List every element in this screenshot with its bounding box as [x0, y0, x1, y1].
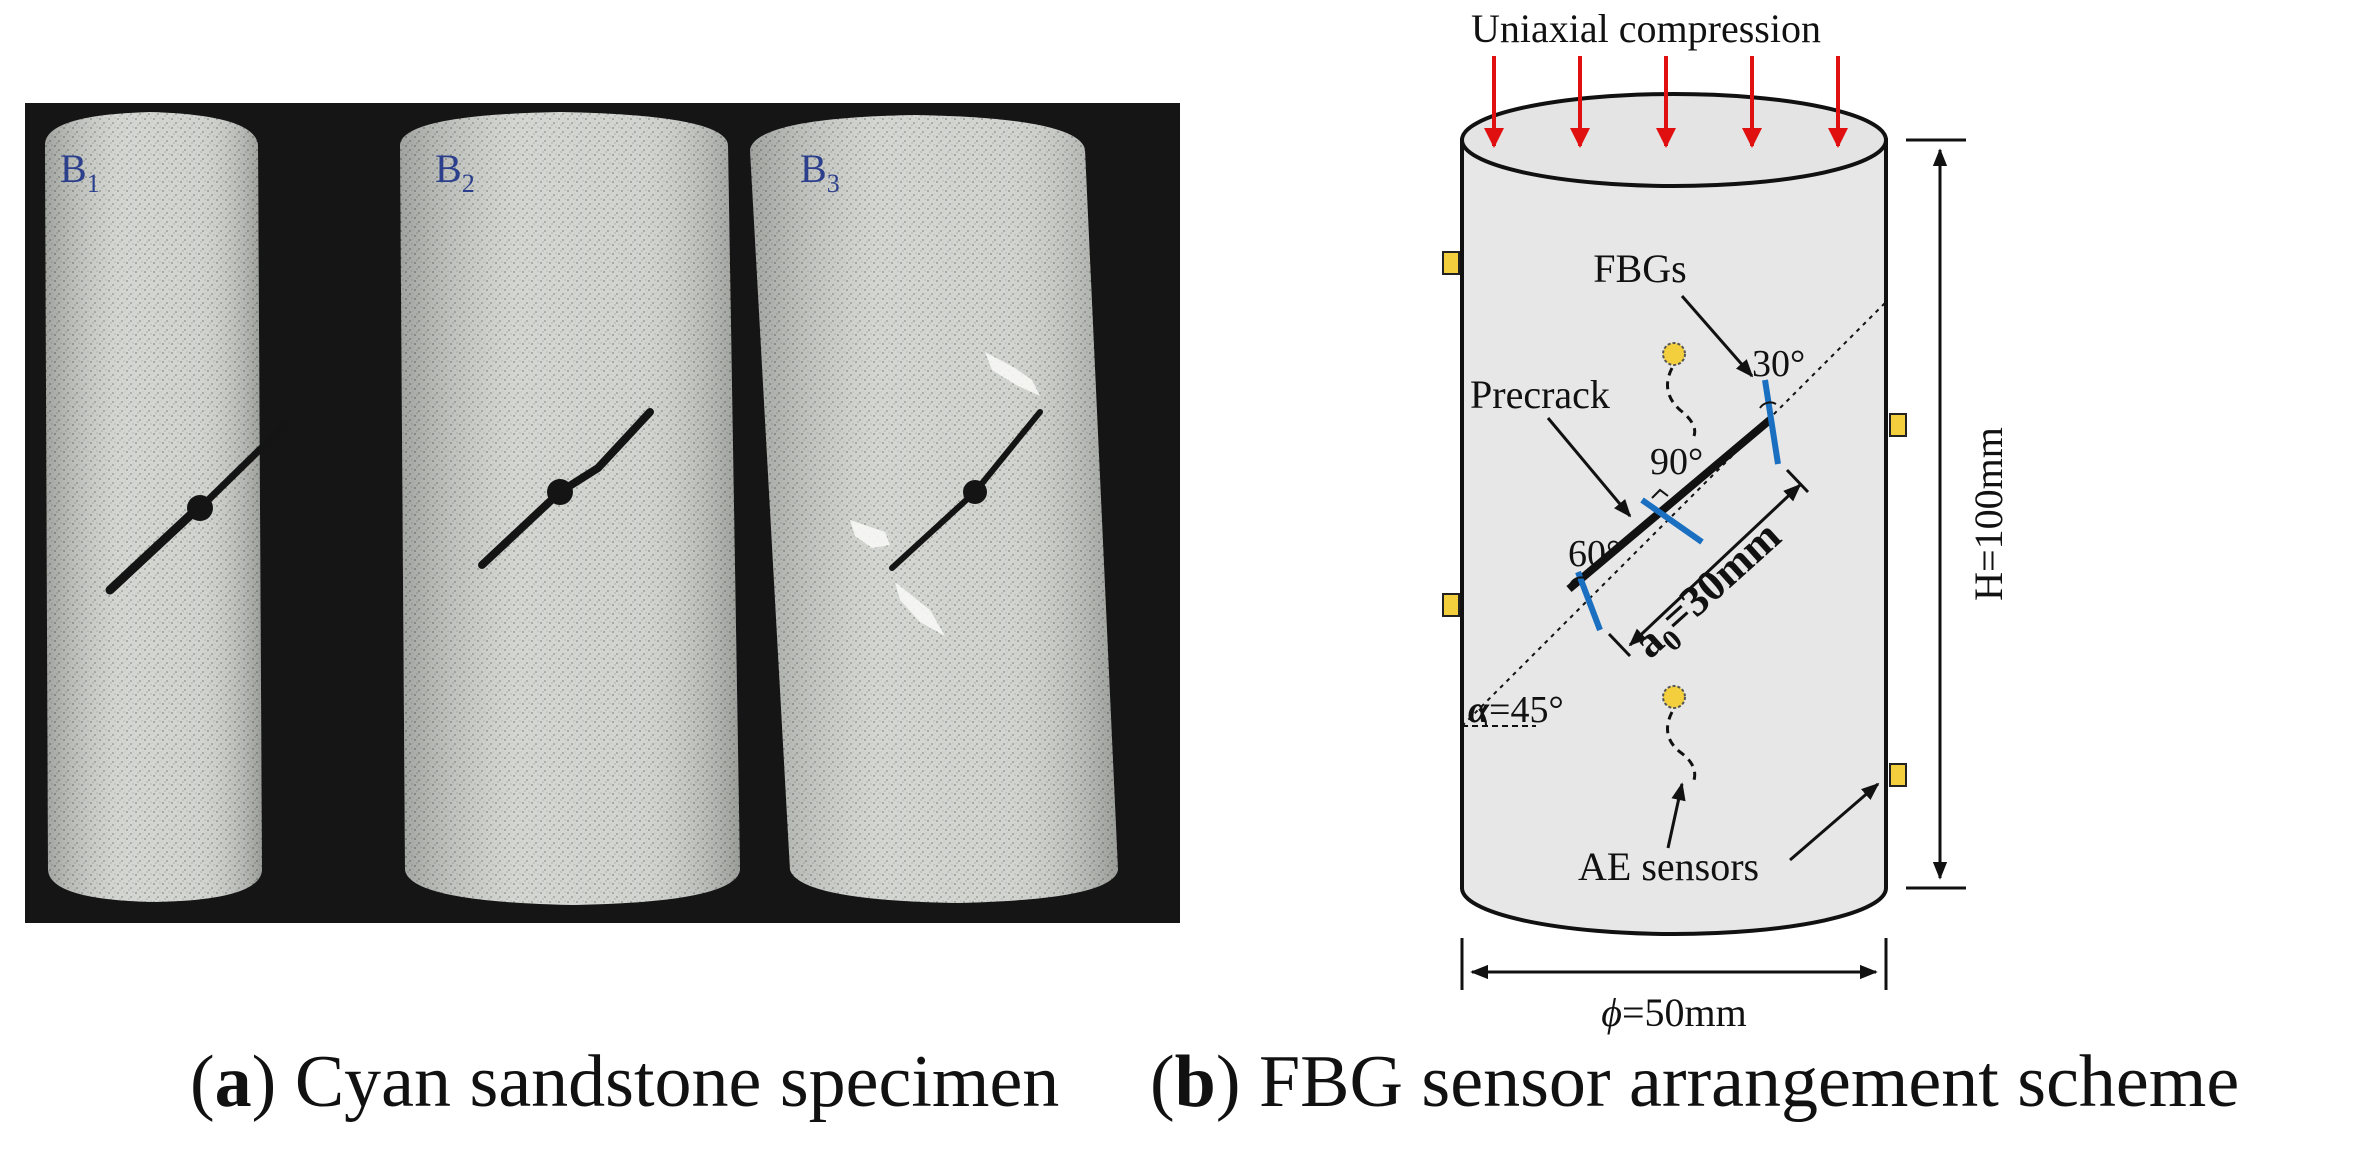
- caption-b-text: FBG sensor arrangement scheme: [1258, 1041, 2240, 1123]
- load-arrows: [1484, 56, 1848, 148]
- arc-60: [1569, 576, 1586, 586]
- crack-length-extension-2: [1785, 468, 1810, 494]
- fbg-pointer: [1680, 295, 1754, 378]
- white-patch-left: [850, 520, 890, 548]
- caption-a-letter: a: [214, 1041, 252, 1123]
- caption-a: (a) Cyan sandstone specimen: [190, 1041, 1060, 1123]
- white-patch-lower: [895, 582, 945, 636]
- specimen-photo: B1 B2 B3: [25, 103, 1180, 923]
- specimen-b1: [45, 112, 289, 902]
- side-sensor-right-upper: [1889, 413, 1907, 437]
- fbg-marker-30: [1762, 379, 1781, 465]
- caption-b-letter: b: [1174, 1041, 1216, 1123]
- center-hole-b3: [963, 480, 987, 504]
- crack-length-extension-1: [1607, 632, 1632, 658]
- label-b2: B2: [435, 146, 475, 198]
- ae-pointer-right: [1789, 782, 1880, 862]
- specimen-b2: [400, 112, 740, 905]
- side-sensor-right-lower: [1889, 763, 1907, 787]
- precrack-pointer: [1546, 417, 1632, 518]
- caption-a-text: Cyan sandstone specimen: [294, 1041, 1060, 1123]
- inclination-label: α=45°: [1468, 689, 1564, 731]
- ae-lead-lower: [1666, 711, 1697, 781]
- specimen-b3: [750, 115, 1118, 903]
- load-label: Uniaxial compression: [1471, 6, 1821, 51]
- arc-30: [1759, 401, 1777, 409]
- side-sensor-left-upper: [1442, 251, 1460, 275]
- crack-length-dimension: [1628, 483, 1802, 647]
- ae-sensors-label: AE sensors: [1578, 844, 1759, 889]
- angle-arc: [1478, 708, 1488, 727]
- center-hole-b2: [547, 479, 573, 505]
- label-b1: B1: [60, 146, 100, 198]
- fbg-marker-60: [1575, 570, 1603, 632]
- precrack-label: Precrack: [1470, 372, 1610, 417]
- ae-sensor-upper: [1662, 342, 1686, 366]
- angle-60-label: 60°: [1568, 533, 1621, 575]
- white-patch-upper: [985, 352, 1040, 396]
- precrack-b2: [478, 408, 654, 569]
- ae-sensor-lower: [1662, 685, 1686, 709]
- height-label: H=100mm: [1966, 427, 2011, 601]
- precrack-b1: [105, 503, 203, 595]
- side-sensor-left-lower: [1442, 593, 1460, 617]
- angle-30-label: 30°: [1752, 343, 1805, 385]
- diameter-label: ϕ=50mm: [1601, 990, 1747, 1035]
- fbg-scheme: Uniaxial compression: [1442, 6, 2011, 1035]
- cylinder-top: [1460, 92, 1888, 188]
- angle-90-label: 90°: [1650, 441, 1703, 483]
- caption-b: (b) FBG sensor arrangement scheme: [1150, 1041, 2240, 1123]
- label-b3: B3: [800, 146, 840, 198]
- fbg-label: FBGs: [1593, 246, 1686, 291]
- ae-lead-upper: [1666, 367, 1697, 437]
- ae-pointer-left: [1666, 782, 1686, 849]
